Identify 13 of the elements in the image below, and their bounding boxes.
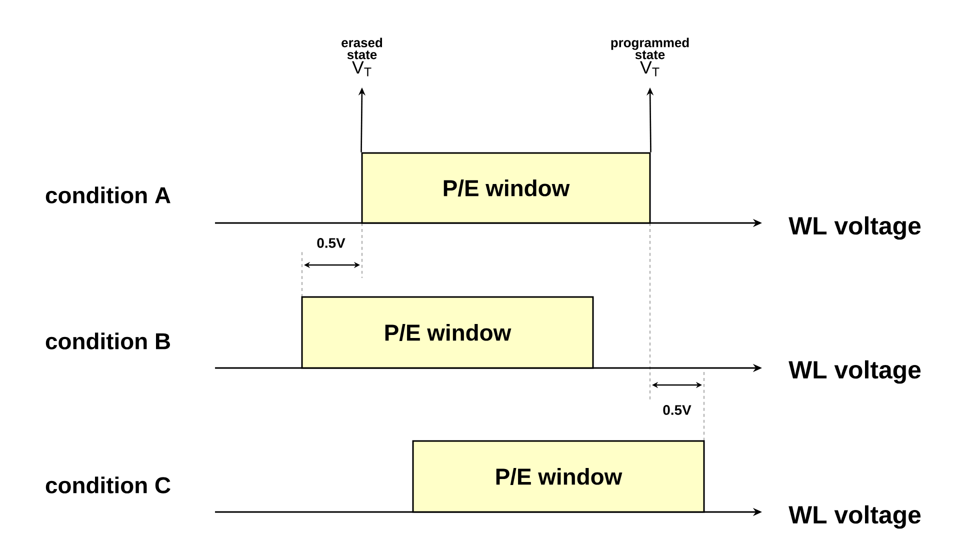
condition-label: condition A	[46, 186, 170, 204]
state-label: programmed state V$_{T}$	[611, 38, 689, 76]
axis-label: WL voltage	[788, 216, 921, 240]
axis-label: WL voltage	[788, 360, 921, 384]
condition-label: condition B	[46, 332, 170, 350]
condition-label: condition C	[46, 476, 170, 494]
axis-label: WL voltage	[788, 505, 921, 529]
dimension-label: 0.5V	[663, 405, 692, 415]
window-box: P/E window	[412, 440, 705, 513]
dimension-label: 0.5V	[317, 238, 346, 248]
window-box: P/E window	[361, 152, 651, 224]
state-label: erased state V$_{T}$	[342, 38, 382, 76]
window-box: P/E window	[301, 296, 594, 369]
